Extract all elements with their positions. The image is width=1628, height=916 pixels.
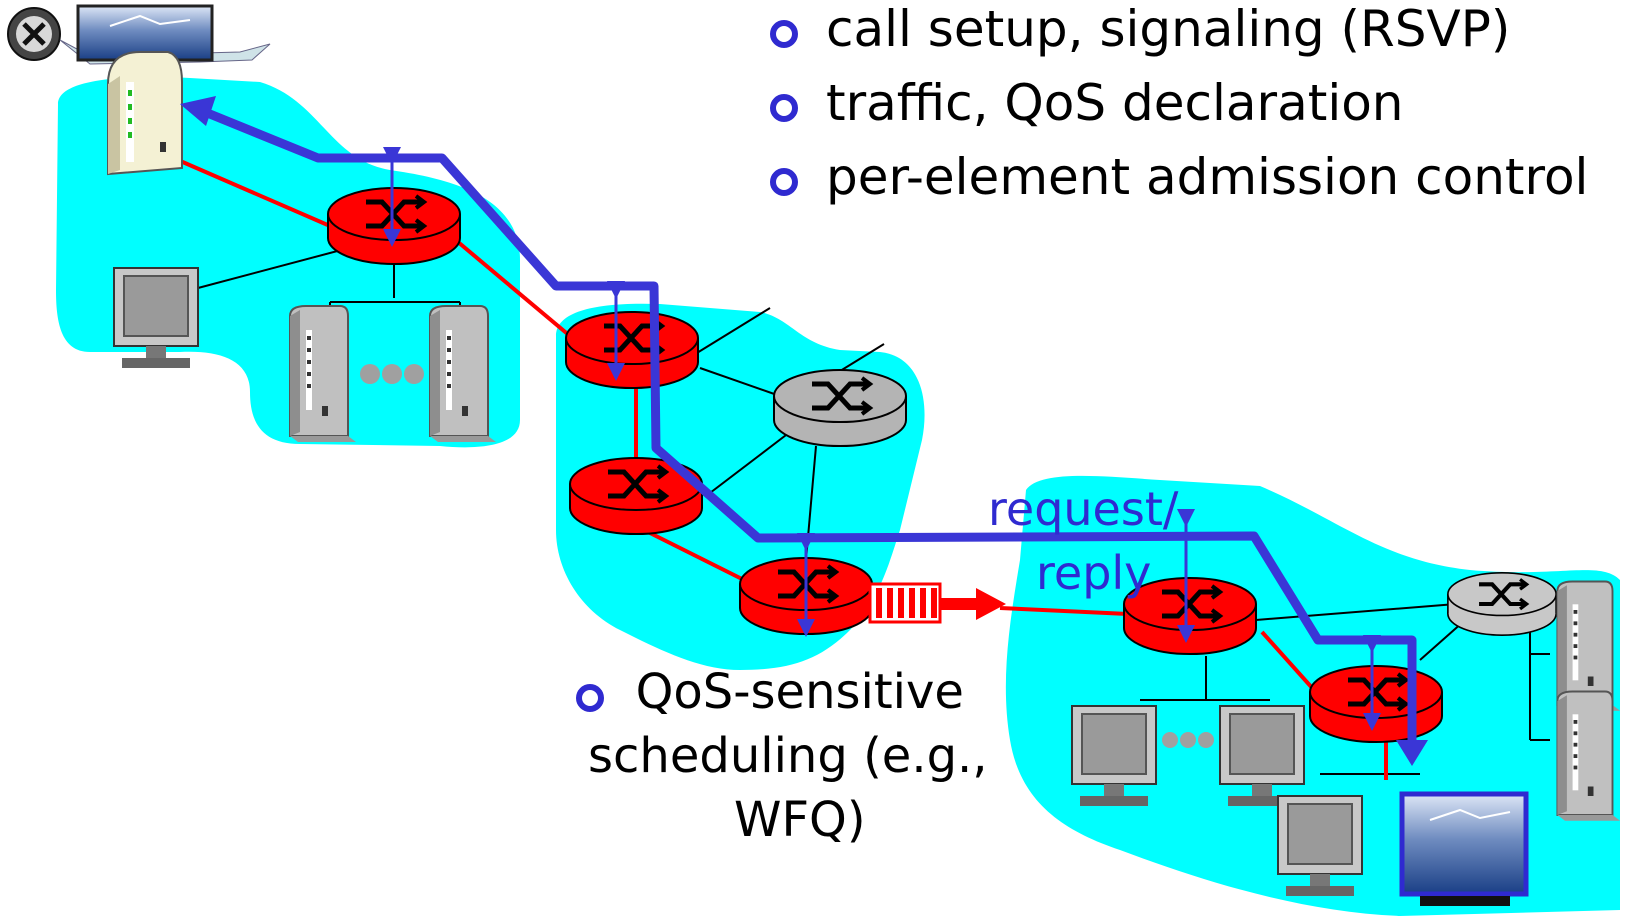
bullet-icon (770, 20, 798, 48)
bullet-icon (770, 168, 798, 196)
bullet-text-line1: QoS-sensitive (612, 660, 988, 724)
bullet-continuation: scheduling (e.g., (588, 724, 988, 788)
bullet-icon (576, 684, 604, 712)
bullet-item: traffic, QoS declaration (826, 66, 1588, 140)
router-icon (328, 188, 460, 264)
bullet-icon (770, 94, 798, 122)
bullet-item: call setup, signaling (RSVP) (826, 0, 1588, 66)
router-icon (1448, 573, 1556, 635)
ellipsis-dots (1162, 732, 1214, 748)
ellipsis-dots (360, 364, 424, 384)
reply-label: reply (1036, 546, 1151, 600)
server-icon (290, 306, 356, 442)
router-icon (1310, 666, 1442, 742)
bullet-text: per-element admission control (826, 140, 1588, 214)
bullet-continuation: WFQ) (612, 788, 988, 852)
monitor-icon (114, 268, 198, 368)
router-icon (774, 370, 906, 446)
bullet-text: traffic, QoS declaration (826, 66, 1588, 140)
feature-list: call setup, signaling (RSVP) traffic, Qo… (826, 0, 1588, 214)
queue-icon (870, 584, 1006, 622)
router-icon (566, 312, 698, 388)
request-label: request/ (988, 482, 1178, 536)
scheduling-note: QoS-sensitive scheduling (e.g., WFQ) (612, 660, 988, 852)
bullet-item: QoS-sensitive (612, 660, 988, 724)
server-icon (108, 52, 182, 174)
bullet-text-line2: scheduling (e.g., (588, 724, 988, 788)
video-screen-icon (1402, 794, 1526, 906)
server-icon (1557, 692, 1620, 821)
bullet-text-line3: WFQ) (612, 788, 988, 852)
bullet-text: call setup, signaling (RSVP) (826, 0, 1588, 66)
server-icon (430, 306, 496, 442)
bullet-item: per-element admission control (826, 140, 1588, 214)
